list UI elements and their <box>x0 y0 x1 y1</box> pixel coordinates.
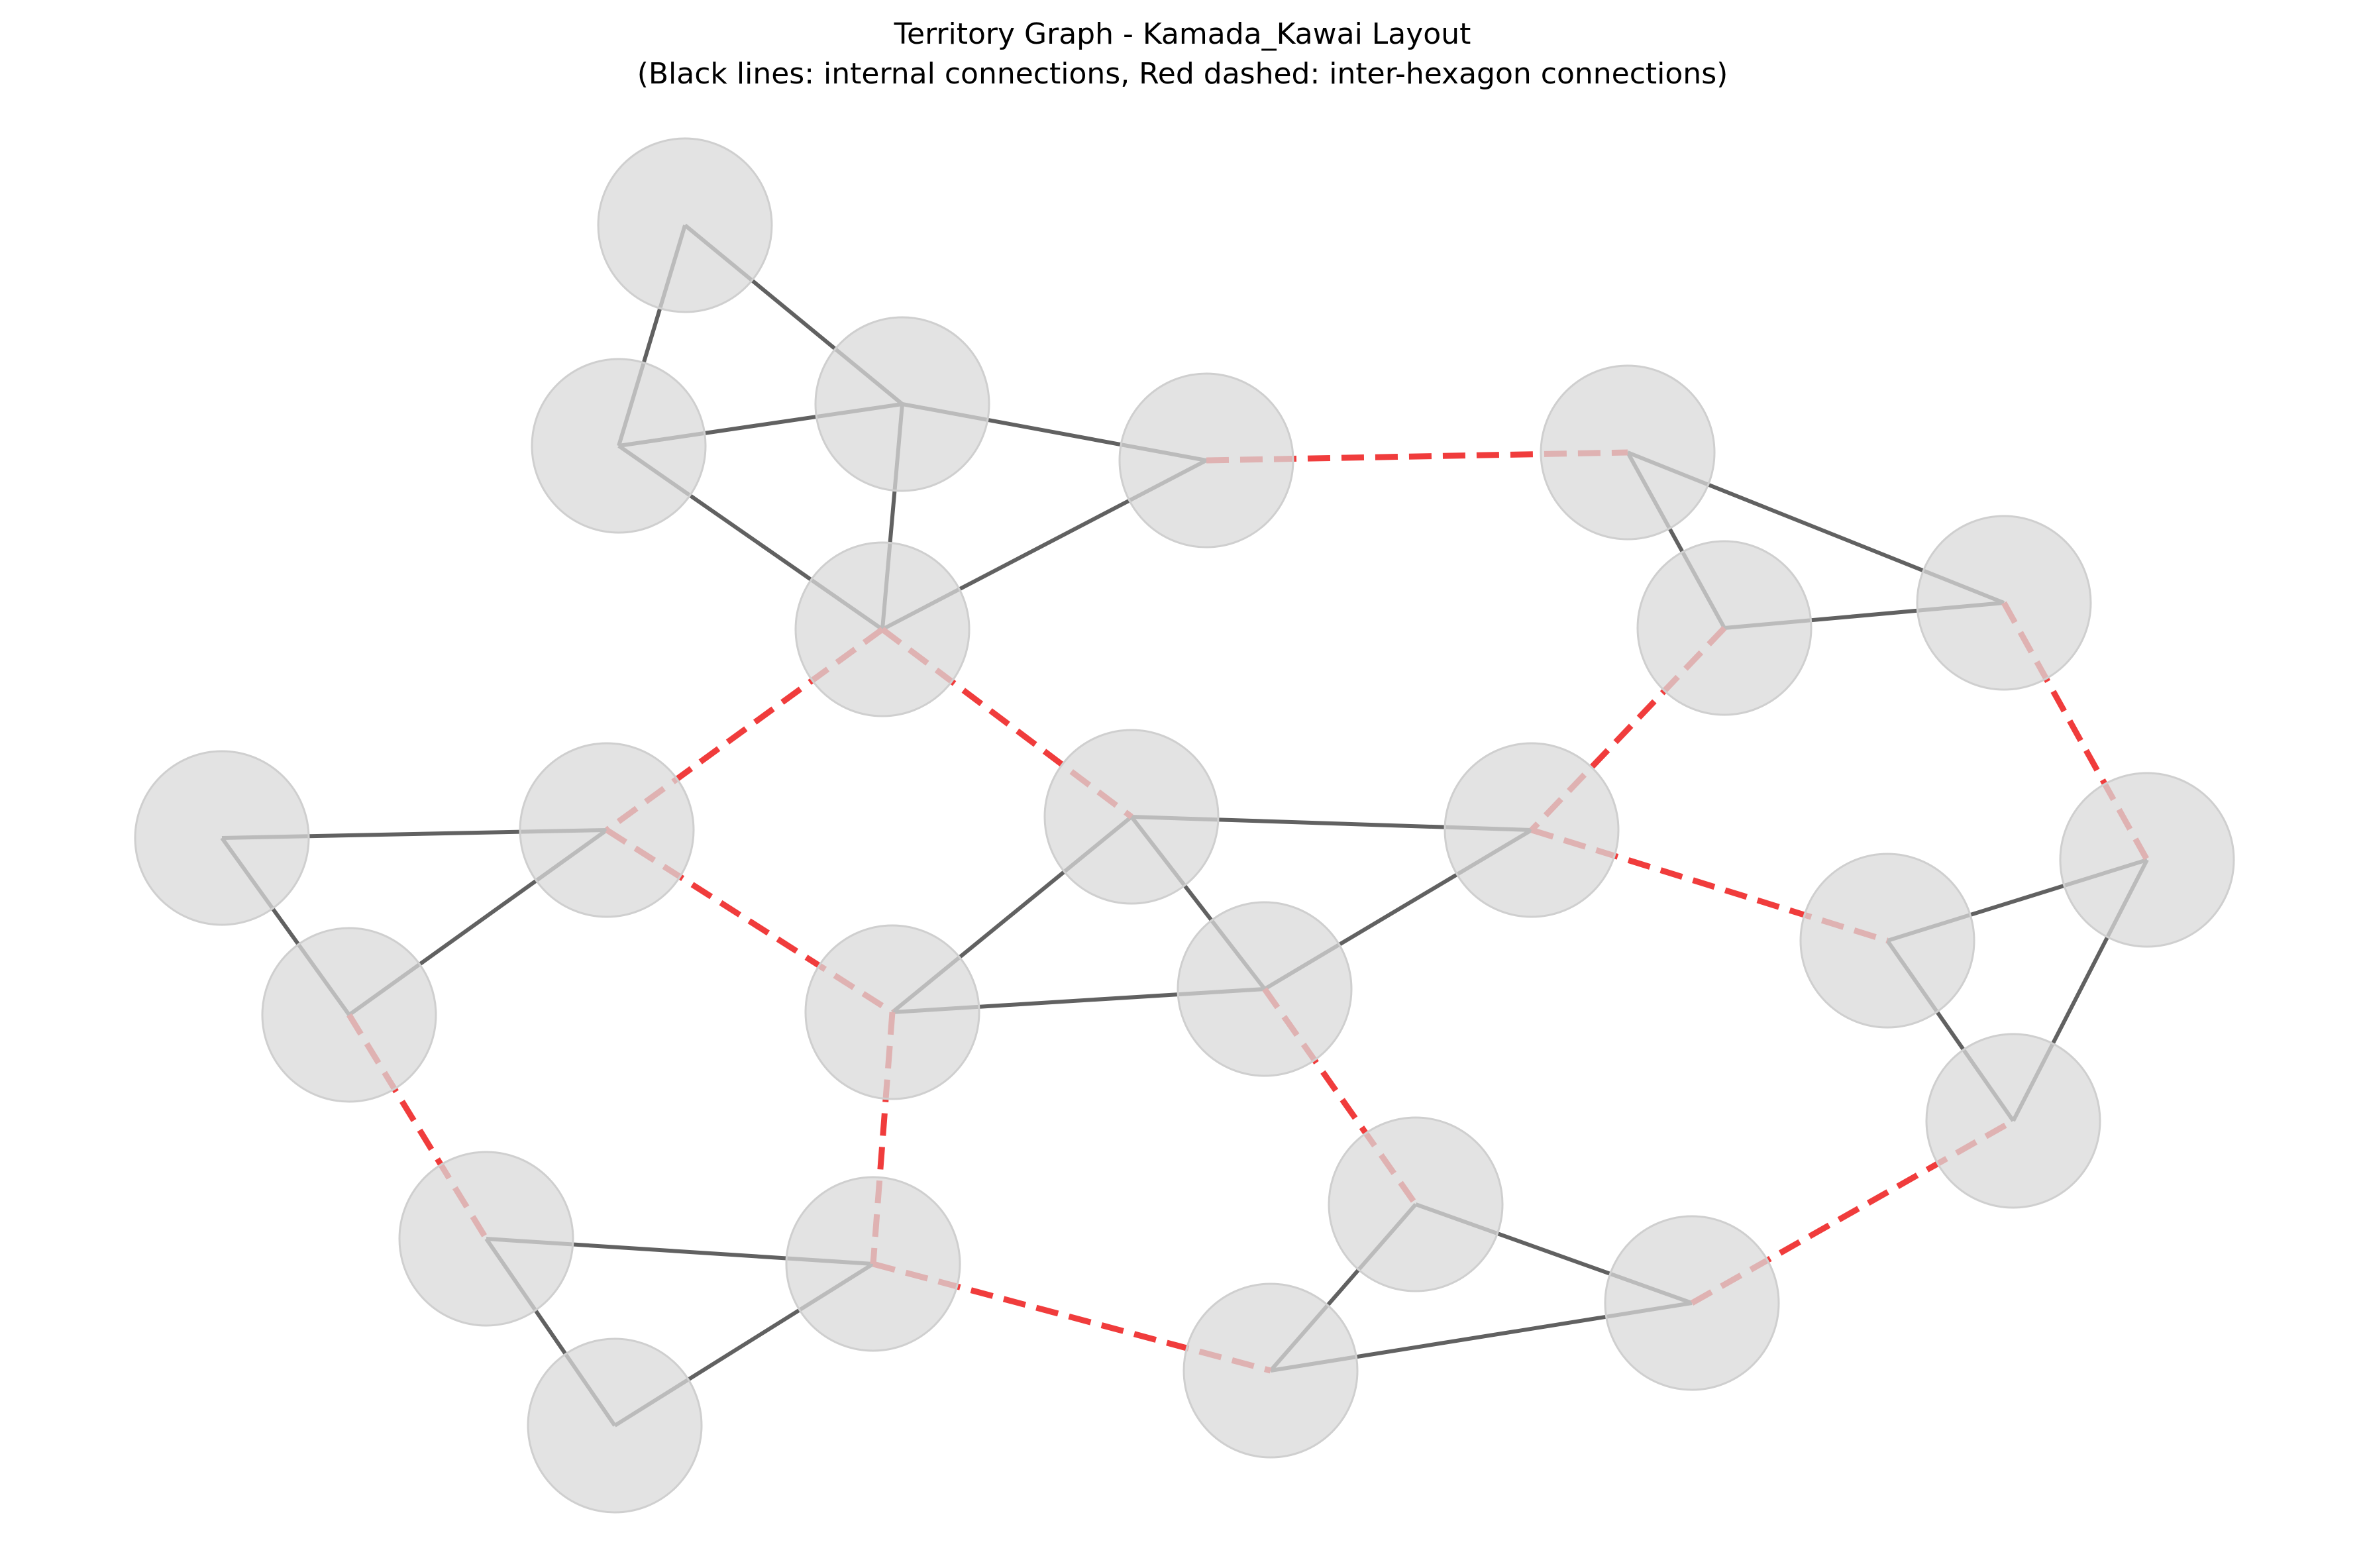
graph-node-n2 <box>531 358 707 534</box>
graph-node-n22 <box>1328 1116 1504 1292</box>
chart-subtitle: (Black lines: internal connections, Red … <box>637 57 1728 91</box>
graph-node-n4 <box>1118 372 1294 549</box>
graph-node-n9 <box>134 750 310 926</box>
graph-node-n20 <box>785 1176 961 1352</box>
graph-nodes <box>134 137 2235 1514</box>
graph-node-n21 <box>527 1337 703 1514</box>
graph-node-n12 <box>1043 729 1220 905</box>
graph-node-n16 <box>2059 772 2235 948</box>
graph-node-n24 <box>1182 1282 1359 1459</box>
graph-node-n3 <box>814 316 990 492</box>
graph-node-n10 <box>519 742 695 918</box>
graph-node-n7 <box>1636 540 1813 716</box>
graph-node-n14 <box>804 924 980 1100</box>
graph-node-n23 <box>1604 1215 1780 1391</box>
graph-node-n18 <box>1925 1033 2101 1209</box>
graph-node-n8 <box>1916 515 2092 691</box>
graph-node-n5 <box>794 541 971 717</box>
graph-node-n19 <box>398 1151 574 1327</box>
graph-node-n13 <box>1444 742 1620 918</box>
graph-node-n6 <box>1540 364 1716 541</box>
graph-node-n17 <box>1799 853 1975 1029</box>
chart-title: Territory Graph - Kamada_Kawai Layout <box>894 17 1471 51</box>
graph-node-n11 <box>261 927 437 1103</box>
chart-title-block: Territory Graph - Kamada_Kawai Layout (B… <box>0 15 2365 94</box>
graph-node-n15 <box>1177 901 1353 1077</box>
graph-node-n1 <box>597 137 773 313</box>
